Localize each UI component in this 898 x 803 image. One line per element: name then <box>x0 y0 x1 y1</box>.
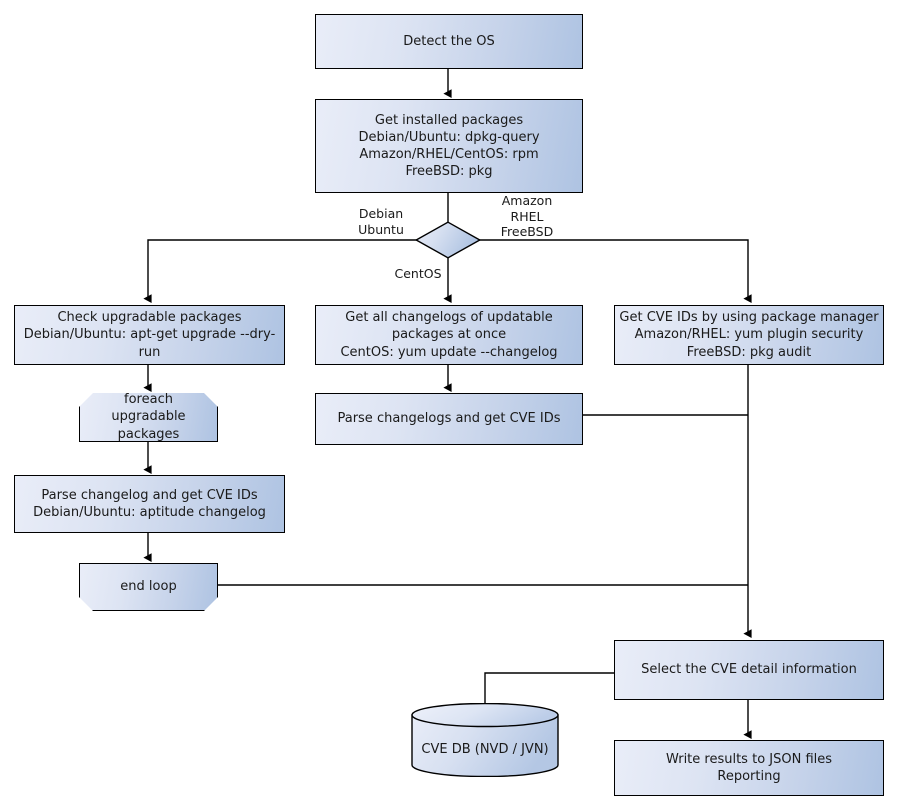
node-end-loop-label: end loop <box>120 579 177 595</box>
edge-label-amazon-rhel-freebsd: Amazon RHEL FreeBSD <box>500 193 554 240</box>
edge-cvedb-to-select-cve <box>484 672 615 705</box>
node-foreach-loop-start[interactable]: foreach upgradable packages <box>79 393 218 442</box>
node-select-cve-detail-label: Select the CVE detail information <box>641 662 857 678</box>
edge-decision-to-check-upgradable <box>143 239 417 303</box>
node-parse-changelog-single[interactable]: Parse changelog and get CVE IDs Debian/U… <box>14 475 285 533</box>
node-os-decision-label <box>415 221 481 259</box>
node-get-all-changelogs-label: Get all changelogs of updatable packages… <box>340 310 558 360</box>
node-detect-os-label: Detect the OS <box>403 33 495 49</box>
node-select-cve-detail[interactable]: Select the CVE detail information <box>614 640 884 700</box>
node-write-results[interactable]: Write results to JSON files Reporting <box>614 740 884 796</box>
node-parse-changelogs-multi[interactable]: Parse changelogs and get CVE IDs <box>315 393 583 445</box>
node-check-upgradable-packages[interactable]: Check upgradable packages Debian/Ubuntu:… <box>14 305 285 365</box>
node-get-cve-ids-package-manager[interactable]: Get CVE IDs by using package manager Ama… <box>614 305 884 365</box>
node-get-installed-packages[interactable]: Get installed packages Debian/Ubuntu: dp… <box>315 99 583 193</box>
node-foreach-loop-start-label: foreach upgradable packages <box>111 392 186 442</box>
node-cve-database[interactable]: CVE DB (NVD / JVN) <box>411 703 559 777</box>
edge-decision-to-cve-pkgmgr <box>479 239 752 303</box>
node-detect-os[interactable]: Detect the OS <box>315 14 583 69</box>
edge-label-debian-ubuntu: Debian Ubuntu <box>358 206 404 237</box>
node-parse-changelog-single-label: Parse changelog and get CVE IDs Debian/U… <box>33 487 266 520</box>
node-end-loop[interactable]: end loop <box>79 563 218 611</box>
edge-label-centos: CentOS <box>394 266 442 281</box>
node-cve-database-label: CVE DB (NVD / JVN) <box>421 741 549 757</box>
node-check-upgradable-packages-label: Check upgradable packages Debian/Ubuntu:… <box>23 310 276 360</box>
node-get-cve-ids-package-manager-label: Get CVE IDs by using package manager Ama… <box>619 310 879 360</box>
node-write-results-label: Write results to JSON files Reporting <box>665 751 833 784</box>
node-parse-changelogs-multi-label: Parse changelogs and get CVE IDs <box>337 411 561 427</box>
node-os-decision[interactable] <box>415 221 481 259</box>
node-get-all-changelogs[interactable]: Get all changelogs of updatable packages… <box>315 305 583 365</box>
node-get-installed-packages-label: Get installed packages Debian/Ubuntu: dp… <box>358 112 540 180</box>
